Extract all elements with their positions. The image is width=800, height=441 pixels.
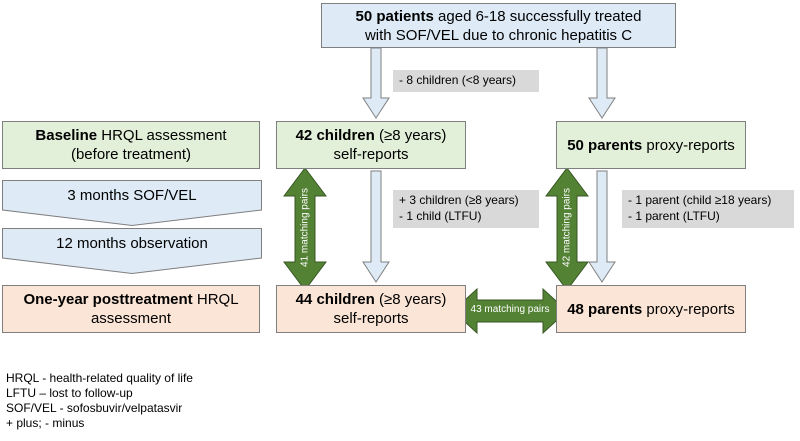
patients-desc-line2: with SOF/VEL due to chronic hepatitis C: [364, 26, 633, 44]
legend-item: SOF/VEL - sofosbuvir/velpatasvir: [6, 401, 183, 415]
note-parents-change: - 1 parent (child ≥18 years) - 1 parent …: [622, 190, 794, 228]
parents-48-box: 48 parents proxy-reports: [556, 285, 746, 333]
observation-label: 12 months observation: [56, 235, 208, 252]
parents-50-rest: proxy-reports: [642, 136, 735, 154]
arrow-to-42-children: [362, 47, 390, 119]
legend-item: + plus; - minus: [6, 416, 85, 430]
parents-50-box: 50 parents proxy-reports: [556, 121, 746, 169]
baseline-bold: Baseline: [35, 127, 98, 144]
note-under8: - 8 children (<8 years): [393, 70, 539, 92]
oneyear-bold: One-year posttreatment: [23, 291, 193, 308]
patients-count: 50 patients: [355, 7, 434, 25]
patients-desc: aged 6-18 successfully treated: [433, 7, 642, 25]
patients-box: 50 patients aged 6-18 successfully treat…: [321, 3, 676, 48]
children-44-box: 44 children (≥8 years) self-reports: [276, 285, 466, 333]
treatment-label: 3 months SOF/VEL: [67, 187, 197, 204]
legend-item: HRQL - health-related quality of life: [6, 371, 193, 385]
children-42-rest: (≥8 years): [374, 127, 447, 144]
note-children-change: + 3 children (≥8 years) - 1 child (LTFU): [393, 190, 539, 228]
children-44-line2: self-reports: [333, 310, 409, 327]
arrow-to-44-children: [362, 170, 390, 283]
note-children-line2: - 1 child (LTFU): [399, 209, 482, 223]
children-pairs-label: 41 matching pairs: [299, 188, 311, 267]
chevron-observation: [2, 228, 262, 274]
oneyear-box: One-year posttreatment HRQL assessment: [2, 285, 260, 333]
parents-48-rest: proxy-reports: [642, 300, 735, 318]
baseline-line2: (before treatment): [70, 146, 192, 163]
baseline-rest: HRQL assessment: [97, 127, 227, 144]
chevron-treatment: [2, 180, 262, 226]
arrow-to-48-parents: [588, 170, 616, 283]
note-parents-line1: - 1 parent (child ≥18 years): [628, 193, 772, 207]
legend-item: LFTU – lost to follow-up: [6, 386, 133, 400]
note-parents-line2: - 1 parent (LTFU): [628, 209, 720, 223]
oneyear-line2: assessment: [90, 310, 172, 327]
arrow-to-50-parents: [588, 47, 616, 119]
note-under8-text: - 8 children (<8 years): [399, 73, 517, 87]
children-44-rest: (≥8 years): [374, 291, 447, 308]
children-44-bold: 44 children: [295, 291, 375, 308]
parents-50-bold: 50 parents: [567, 136, 643, 154]
parents-pairs-label: 42 matching pairs: [561, 188, 573, 267]
note-children-line1: + 3 children (≥8 years): [399, 193, 519, 207]
baseline-box: Baseline HRQL assessment (before treatme…: [2, 121, 260, 169]
legend: HRQL - health-related quality of life LF…: [6, 371, 193, 431]
parents-48-bold: 48 parents: [567, 300, 643, 318]
oneyear-rest: HRQL: [192, 291, 239, 308]
children-42-bold: 42 children: [295, 127, 375, 144]
cross-pairs-label: 43 matching pairs: [470, 304, 550, 315]
children-42-box: 42 children (≥8 years) self-reports: [276, 121, 466, 169]
children-42-line2: self-reports: [333, 146, 409, 163]
